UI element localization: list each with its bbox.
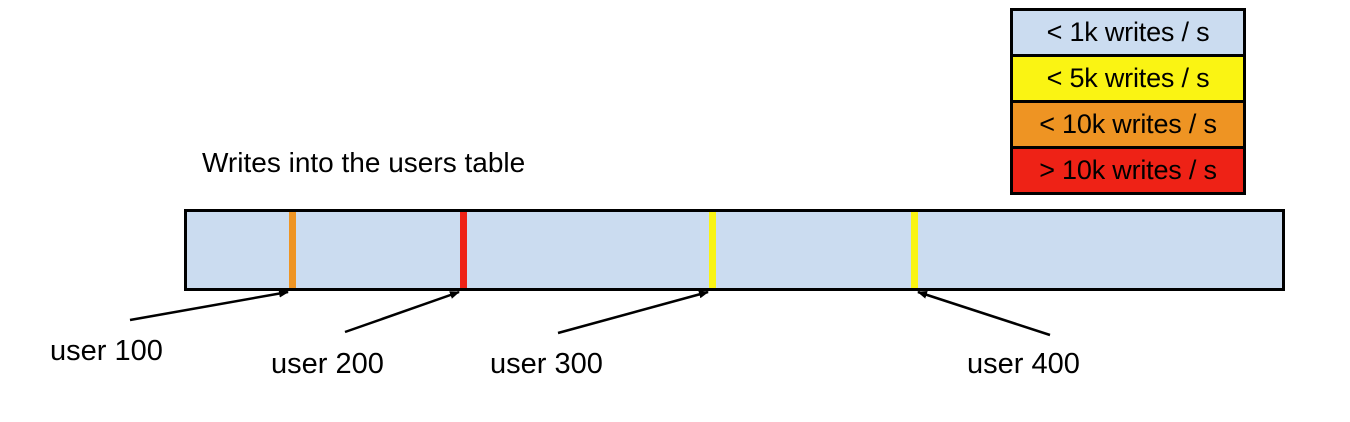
arrow-user-400 xyxy=(917,290,1051,337)
legend-row-under-10k: < 10k writes / s xyxy=(1013,103,1243,149)
users-table-bar xyxy=(184,209,1285,291)
arrow-user-300 xyxy=(557,290,709,335)
legend-label-under-10k: < 10k writes / s xyxy=(1039,109,1217,139)
marker-user-100 xyxy=(289,212,296,288)
callout-user-100: user 100 xyxy=(50,335,163,367)
legend-row-under-5k: < 5k writes / s xyxy=(1013,57,1243,103)
marker-user-200 xyxy=(460,212,467,288)
marker-user-300 xyxy=(709,212,716,288)
legend: < 1k writes / s < 5k writes / s < 10k wr… xyxy=(1010,8,1246,195)
callout-user-200: user 200 xyxy=(271,348,384,380)
legend-row-over-10k: > 10k writes / s xyxy=(1013,149,1243,192)
legend-label-over-10k: > 10k writes / s xyxy=(1039,155,1217,185)
legend-row-under-1k: < 1k writes / s xyxy=(1013,11,1243,57)
legend-label-under-5k: < 5k writes / s xyxy=(1046,63,1210,93)
arrow-user-200 xyxy=(344,290,460,334)
chart-title: Writes into the users table xyxy=(202,147,526,178)
arrow-user-100 xyxy=(129,289,289,322)
callout-user-300: user 300 xyxy=(490,348,603,380)
callout-user-400: user 400 xyxy=(967,348,1080,380)
marker-user-400 xyxy=(911,212,918,288)
legend-label-under-1k: < 1k writes / s xyxy=(1046,17,1210,47)
